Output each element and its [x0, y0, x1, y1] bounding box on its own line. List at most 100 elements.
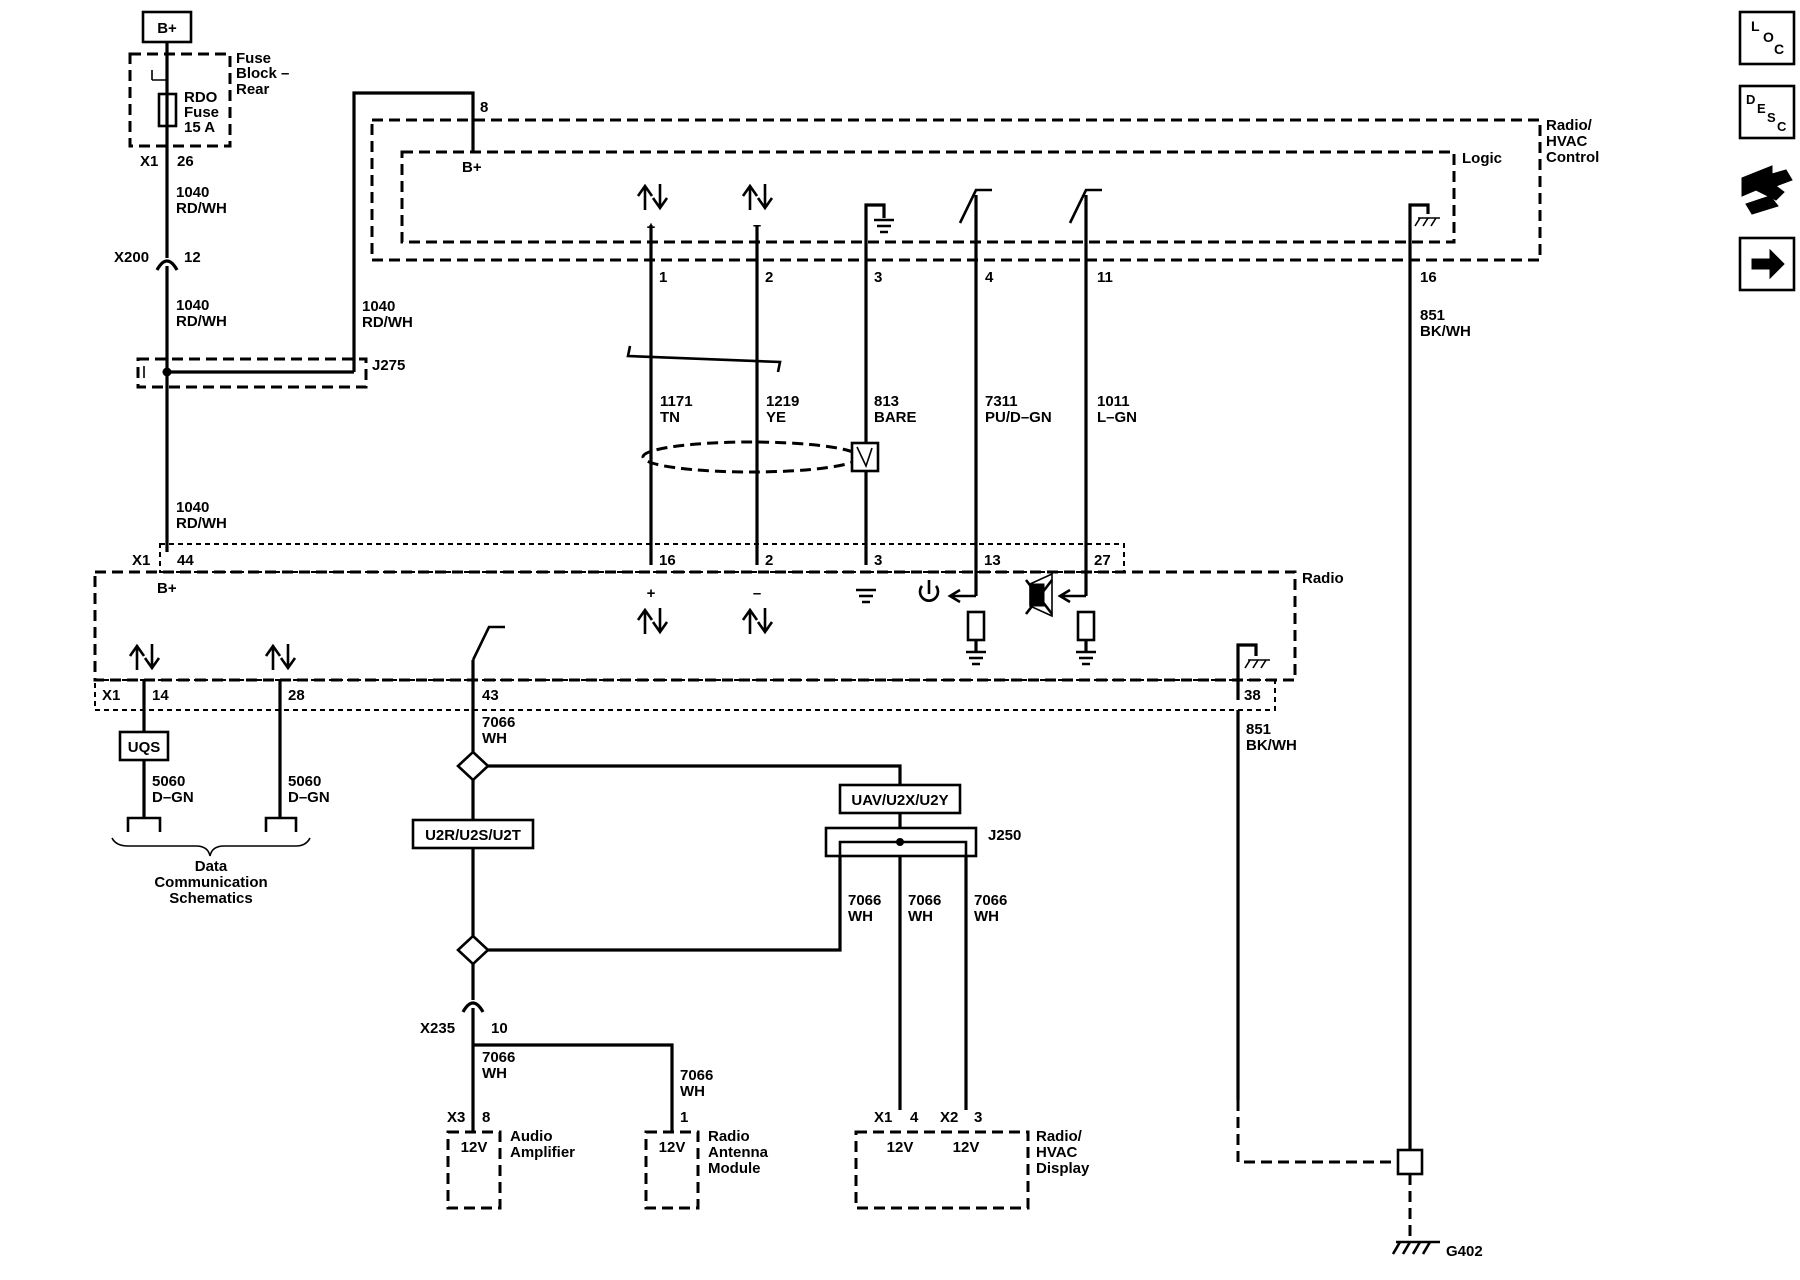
pin-label: 12 — [184, 249, 201, 266]
bplus-label: B+ — [157, 580, 177, 597]
data-bidir-icon — [264, 643, 297, 671]
resistor-icon — [1076, 610, 1096, 642]
wire-number: 7066 — [974, 892, 1007, 909]
wire-number: 1040 — [176, 184, 209, 201]
pin-label: 38 — [1244, 687, 1261, 704]
pin-label: 8 — [480, 99, 488, 116]
desc-button-icon: D — [1746, 92, 1755, 107]
pin-label: 1 — [680, 1109, 688, 1126]
fuse-block-label: Block – — [236, 65, 289, 82]
pin-label: 16 — [659, 552, 676, 569]
connector-label: X1 — [874, 1109, 892, 1126]
wire-color: D–GN — [288, 789, 330, 806]
g402-ground: G402 — [1391, 1240, 1483, 1260]
pin-label: 1 — [659, 269, 667, 286]
logic-label: Logic — [1462, 150, 1502, 167]
mute-icon — [1024, 572, 1054, 618]
wire-number: 1171 — [660, 393, 693, 410]
ground-icon — [966, 650, 986, 666]
desc-button-icon: S — [1767, 110, 1776, 125]
wire-number: 1040 — [362, 298, 395, 315]
component-label: Module — [708, 1160, 761, 1177]
component-label: Audio — [510, 1128, 553, 1145]
ground-icon — [864, 203, 894, 262]
pin-label: 3 — [874, 552, 882, 569]
pin-label: 10 — [491, 1020, 508, 1037]
connector-tool-icon — [1741, 165, 1793, 215]
wire-color: RD/WH — [176, 515, 227, 532]
reference-label: Data — [195, 858, 228, 875]
ground-icon — [1076, 650, 1096, 666]
wire-color: BK/WH — [1246, 737, 1297, 754]
shield-icon — [641, 440, 861, 474]
wire-number: 7066 — [908, 892, 941, 909]
data-bidir-icon — [741, 607, 774, 635]
wire-color: YE — [766, 409, 786, 426]
brace-icon — [111, 837, 311, 857]
option-splice-icon — [456, 750, 490, 782]
resistor-icon — [966, 610, 986, 642]
connector-label: X1 — [102, 687, 120, 704]
audio-amplifier: X3 8 12V Audio Amplifier — [446, 1109, 575, 1210]
wire-color: TN — [660, 409, 680, 426]
loc-button[interactable]: L O C — [1738, 10, 1796, 66]
fuse-block-label: Rear — [236, 81, 270, 98]
splice-label: J250 — [988, 827, 1021, 844]
option-label: UQS — [128, 739, 161, 756]
connector-label: X235 — [420, 1020, 455, 1037]
next-arrow-icon — [1751, 248, 1785, 280]
wire-number: 7066 — [482, 1049, 515, 1066]
connector-label: X200 — [114, 249, 149, 266]
splice-label: J275 — [372, 357, 405, 374]
component-label: Radio — [1302, 570, 1344, 587]
next-page-button[interactable] — [1738, 236, 1796, 292]
wire-number: 1040 — [176, 297, 209, 314]
wire-color: WH — [680, 1083, 705, 1100]
wire-number: 1219 — [766, 393, 799, 410]
uav-u2x-u2y-option-box: UAV/U2X/U2Y — [838, 783, 962, 815]
component-label: Display — [1036, 1160, 1090, 1177]
option-label: U2R/U2S/U2T — [425, 827, 521, 844]
fuse-block-label: Fuse — [236, 50, 271, 67]
connector-label: X2 — [940, 1109, 958, 1126]
desc-button-icon: C — [1777, 119, 1787, 134]
loc-button-icon: O — [1763, 29, 1774, 45]
pin-label: 27 — [1094, 552, 1111, 569]
desc-button[interactable]: D E S C — [1738, 84, 1796, 140]
loc-button-icon: L — [1751, 18, 1760, 34]
option-label: UAV/U2X/U2Y — [851, 792, 948, 809]
wire-number: 1040 — [176, 499, 209, 516]
wire-number: 7066 — [680, 1067, 713, 1084]
x235-inline-connector: X235 10 — [420, 1001, 508, 1037]
pin-label: 28 — [288, 687, 305, 704]
wire-number: 851 — [1420, 307, 1445, 324]
data-bidir-icon — [636, 607, 669, 635]
component-label: Radio — [708, 1128, 750, 1145]
ground-icon — [1236, 643, 1270, 700]
twisted-pair-icon — [626, 345, 782, 373]
polarity-plus: + — [647, 585, 656, 602]
pin-label: 8 — [482, 1109, 490, 1126]
pin-label: 3 — [974, 1109, 982, 1126]
switch-input-icon — [958, 188, 992, 262]
voltage-label: 12V — [659, 1139, 686, 1156]
input-arrow-icon — [1057, 588, 1086, 604]
reference-label: Schematics — [169, 890, 252, 907]
connector-end-icon — [126, 816, 162, 832]
bplus-label: B+ — [462, 159, 482, 176]
radio-hvac-display: X1 4 X2 3 12V 12V Radio/ HVAC Display — [854, 1109, 1090, 1210]
wire-number: 7066 — [848, 892, 881, 909]
wire-color: L–GN — [1097, 409, 1137, 426]
data-bidir-icon — [636, 183, 669, 211]
polarity-minus: – — [753, 585, 761, 602]
u2r-u2s-u2t-option-box: U2R/U2S/U2T — [411, 818, 535, 850]
wire-color: WH — [908, 908, 933, 925]
pin-label: 2 — [765, 269, 773, 286]
component-label: Amplifier — [510, 1144, 575, 1161]
switch-output-icon — [471, 625, 505, 661]
wire-color: WH — [974, 908, 999, 925]
x200-inline-connector: X200 12 — [114, 249, 201, 271]
connector-tool-button[interactable] — [1741, 165, 1793, 215]
fuse-block-rear: Fuse Block – Rear RDO Fuse 15 A X1 26 — [128, 50, 289, 170]
